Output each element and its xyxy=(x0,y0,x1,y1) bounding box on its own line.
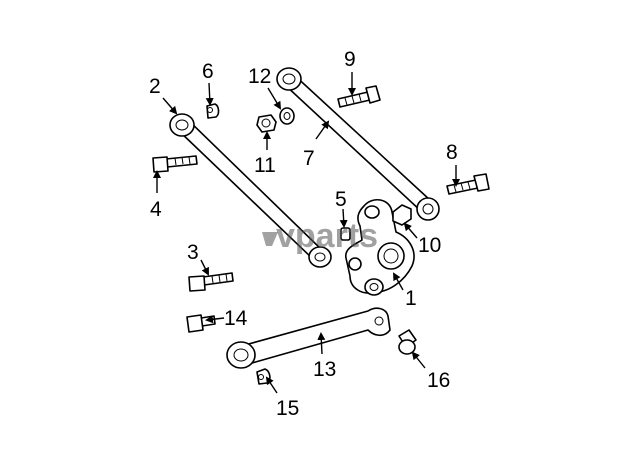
callout-14: 14 xyxy=(224,307,248,330)
watermark: vparts xyxy=(262,217,378,255)
callout-9: 9 xyxy=(344,48,356,71)
callout-2: 2 xyxy=(149,75,161,98)
bolt-4 xyxy=(152,155,198,173)
callout-13: 13 xyxy=(313,358,336,381)
callout-labels: 1 2 3 4 5 6 7 8 9 10 11 12 13 14 15 16 xyxy=(149,48,458,420)
small-bolt-5 xyxy=(340,227,351,241)
callout-3: 3 xyxy=(187,241,199,264)
watermark-logo-icon xyxy=(262,232,278,246)
cam-washer-15 xyxy=(256,368,271,385)
knuckle-carrier xyxy=(345,199,415,296)
callout-6: 6 xyxy=(202,60,214,83)
bolt-3 xyxy=(188,272,234,292)
callout-4: 4 xyxy=(150,198,162,221)
washer-12 xyxy=(279,107,295,125)
callout-16: 16 xyxy=(427,369,450,392)
callout-1: 1 xyxy=(405,287,417,310)
callout-15: 15 xyxy=(276,397,299,420)
callout-11: 11 xyxy=(254,154,276,177)
ball-joint-16 xyxy=(398,329,417,355)
leader-lines xyxy=(153,72,460,394)
bolt-14 xyxy=(186,314,216,333)
callout-8: 8 xyxy=(446,141,458,164)
upper-link-left xyxy=(169,113,332,268)
lower-arm xyxy=(226,307,391,369)
callout-12: 12 xyxy=(248,65,271,88)
bolt-8 xyxy=(446,173,490,195)
nut-11 xyxy=(256,114,277,133)
watermark-text: vparts xyxy=(276,217,378,255)
bolt-9 xyxy=(337,85,381,108)
cam-washer-6 xyxy=(206,103,220,119)
callout-7: 7 xyxy=(303,147,315,170)
callout-5: 5 xyxy=(335,188,347,211)
upper-link-right xyxy=(276,67,440,221)
nut-10 xyxy=(392,204,412,226)
callout-10: 10 xyxy=(418,234,441,257)
